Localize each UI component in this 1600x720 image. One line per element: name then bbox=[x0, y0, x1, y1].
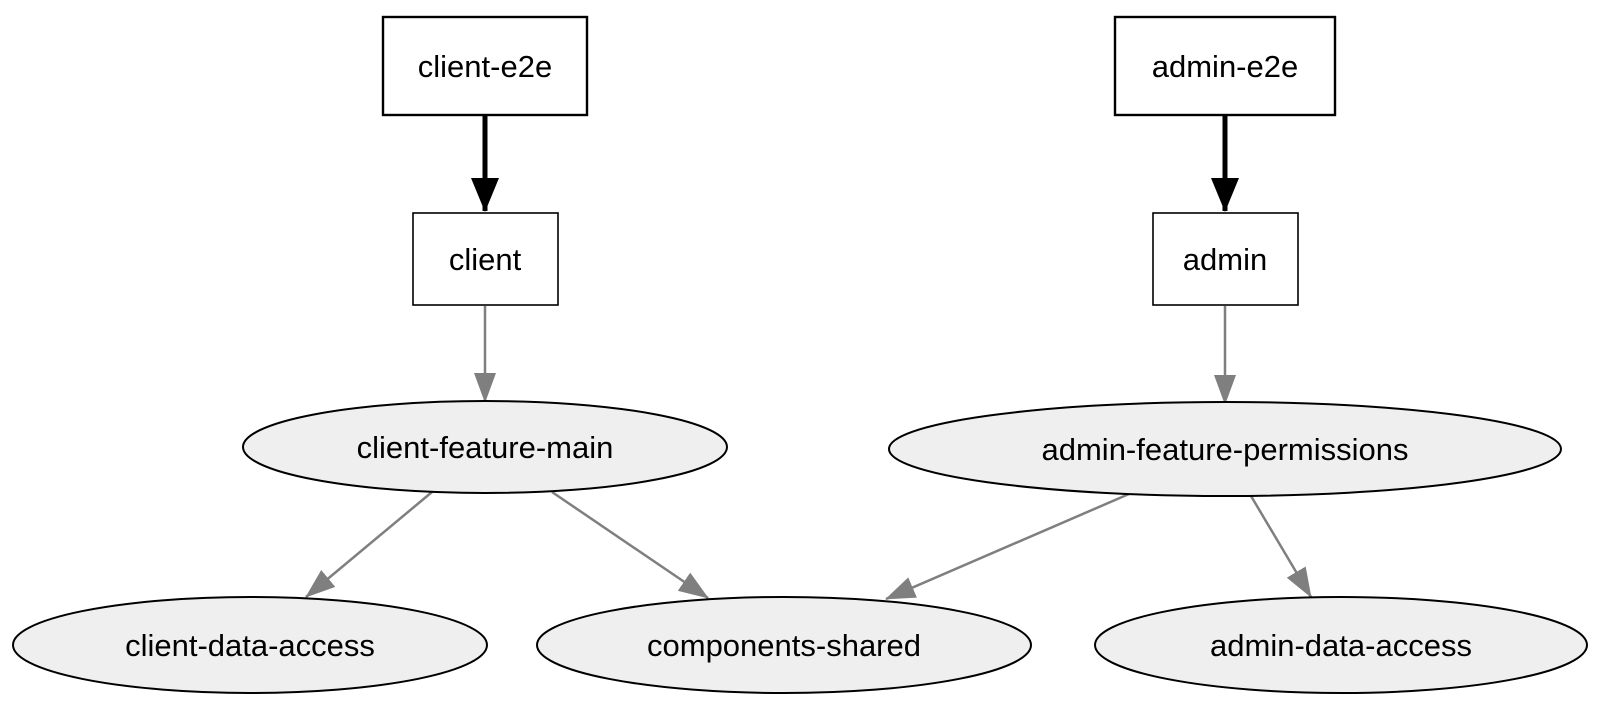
node-admin-label: admin bbox=[1183, 242, 1267, 277]
node-admin-feature-permissions-label: admin-feature-permissions bbox=[1042, 432, 1409, 467]
node-client-label: client bbox=[449, 242, 522, 277]
node-components-shared-shape bbox=[536, 596, 1032, 694]
node-components-shared: components-shared bbox=[536, 596, 1032, 694]
node-admin-data-access: admin-data-access bbox=[1094, 596, 1588, 694]
node-client-feature-main-label: client-feature-main bbox=[357, 430, 614, 465]
node-admin-feature-permissions-shape bbox=[888, 401, 1562, 497]
node-client-e2e-label: client-e2e bbox=[418, 49, 552, 84]
node-admin-e2e: admin-e2e bbox=[1113, 15, 1337, 117]
edge-client-feature-main-to-components-shared bbox=[551, 490, 709, 600]
node-admin: admin bbox=[1152, 212, 1299, 306]
node-client-feature-main: client-feature-main bbox=[242, 400, 728, 494]
node-admin-shape bbox=[1152, 212, 1299, 306]
edge-client-feature-main-to-client-data-access bbox=[305, 491, 433, 598]
node-admin-e2e-label: admin-e2e bbox=[1152, 49, 1298, 84]
node-admin-e2e-shape bbox=[1113, 15, 1337, 117]
node-admin-data-access-shape bbox=[1094, 596, 1588, 694]
node-client-feature-main-shape bbox=[242, 400, 728, 494]
node-client-e2e: client-e2e bbox=[381, 15, 589, 117]
node-client-data-access-shape bbox=[12, 596, 488, 694]
node-client-e2e-shape bbox=[381, 15, 589, 117]
node-client: client bbox=[412, 212, 559, 306]
node-client-data-access-label: client-data-access bbox=[125, 628, 375, 663]
edge-admin-feature-permissions-to-admin-data-access bbox=[1249, 495, 1313, 598]
edge-admin-feature-permissions-to-components-shared bbox=[885, 492, 1130, 601]
node-admin-feature-permissions: admin-feature-permissions bbox=[888, 401, 1562, 497]
node-client-shape bbox=[412, 212, 559, 306]
node-components-shared-label: components-shared bbox=[647, 628, 921, 663]
node-client-data-access: client-data-access bbox=[12, 596, 488, 694]
node-admin-data-access-label: admin-data-access bbox=[1210, 628, 1472, 663]
